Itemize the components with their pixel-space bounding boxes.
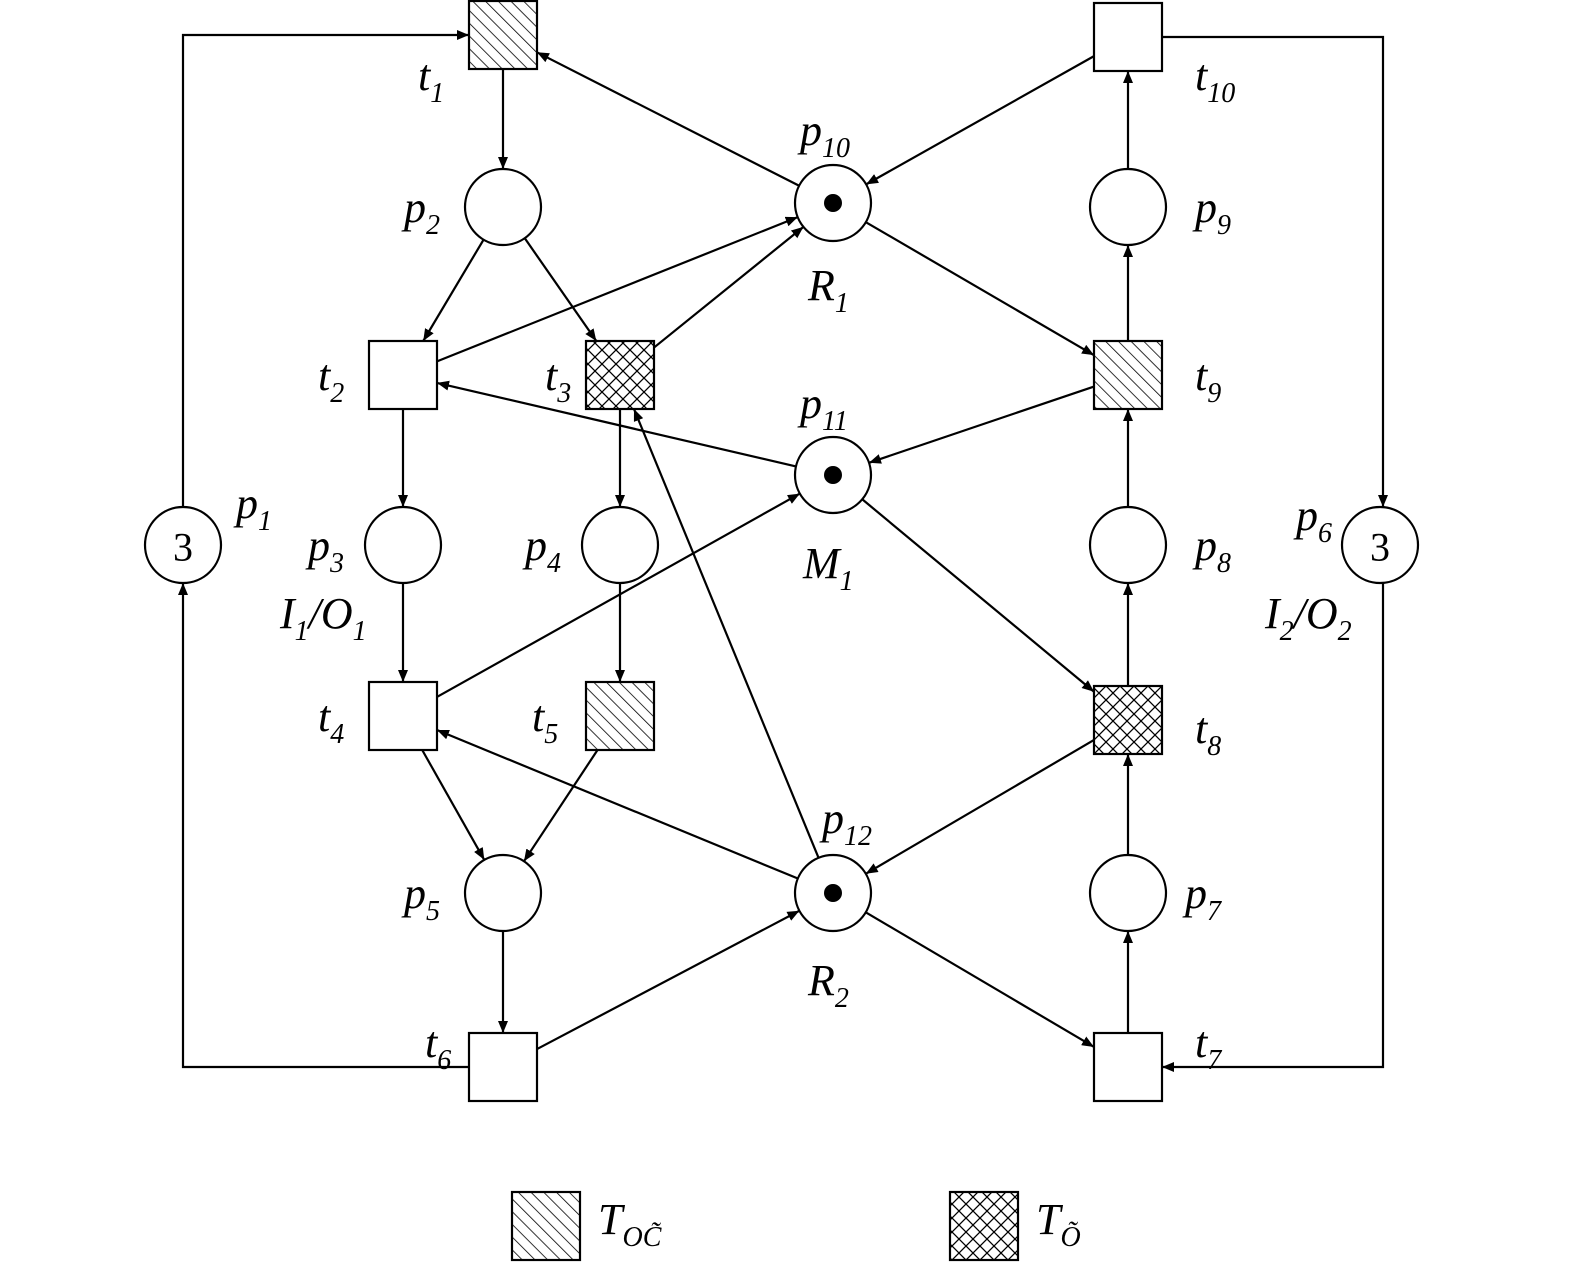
token-dot xyxy=(824,466,842,484)
place-p12 xyxy=(793,853,873,933)
label-p6: p6 xyxy=(1293,491,1332,549)
arc-p12-t7 xyxy=(865,911,1095,1048)
arc-t10-p6 xyxy=(1162,35,1388,507)
label-t2: t2 xyxy=(318,351,344,409)
arc-t5-p5 xyxy=(523,749,599,862)
arc-p12-t4 xyxy=(436,728,799,880)
label-p4: p4 xyxy=(522,521,561,579)
arc-t4-p11 xyxy=(436,492,801,698)
transition-t7 xyxy=(1092,1031,1164,1103)
token-dot xyxy=(824,194,842,212)
label-p3: p3 xyxy=(305,521,344,579)
label-t6: t6 xyxy=(425,1018,451,1076)
legend: TOC̃ TÕ xyxy=(510,1190,1081,1262)
arc-t8-p12 xyxy=(865,738,1095,875)
legend-label-cross: TÕ xyxy=(1036,1195,1081,1253)
labels: p1 p2 p3 p4 p5 p6 p7 p8 p9 p10 p11 p12 t1 t2 t3 t4 t5 t6 t… xyxy=(233,51,1352,1076)
label-io1: I1/O1 xyxy=(279,589,367,647)
arc-p2-t3 xyxy=(523,237,598,342)
label-p5: p5 xyxy=(401,869,440,927)
label-t5: t5 xyxy=(532,692,558,750)
arc-p12-t3 xyxy=(632,408,820,859)
label-p10: p10 xyxy=(797,106,850,164)
place-p1: 3 xyxy=(143,505,223,585)
legend-item-hatch: TOC̃ xyxy=(510,1190,662,1262)
place-p9 xyxy=(1088,167,1168,247)
label-p2: p2 xyxy=(401,183,440,241)
arc-t2-p10 xyxy=(436,216,799,363)
arc-t6-p12 xyxy=(536,909,800,1051)
arc-t3-p10 xyxy=(653,226,805,349)
legend-label-hatch: TOC̃ xyxy=(598,1195,662,1253)
label-t9: t9 xyxy=(1195,351,1221,409)
label-t3: t3 xyxy=(545,351,571,409)
legend-swatch-hatch xyxy=(510,1190,582,1262)
place-p6: 3 xyxy=(1340,505,1420,585)
transition-t3 xyxy=(584,339,656,411)
place-p11 xyxy=(793,435,873,515)
label-p1: p1 xyxy=(233,479,272,537)
label-p11: p11 xyxy=(797,379,848,437)
legend-item-cross: TÕ xyxy=(948,1190,1081,1262)
token-count: 3 xyxy=(1370,525,1390,570)
transition-t5 xyxy=(584,680,656,752)
arc-t6-p1 xyxy=(178,583,469,1069)
arc-p2-t2 xyxy=(422,239,485,342)
arc-t10-p10 xyxy=(865,55,1095,186)
label-p7: p7 xyxy=(1182,869,1222,927)
arc-t4-p5 xyxy=(421,749,486,861)
label-t8: t8 xyxy=(1195,704,1221,762)
place-p7 xyxy=(1088,853,1168,933)
transition-t8 xyxy=(1092,684,1164,756)
label-io2: I2/O2 xyxy=(1264,589,1352,647)
transition-t9 xyxy=(1092,339,1164,411)
place-p5 xyxy=(463,853,543,933)
label-t7: t7 xyxy=(1195,1018,1222,1076)
arc-p10-t1 xyxy=(536,51,800,187)
arc-t9-p11 xyxy=(868,385,1095,464)
label-p9: p9 xyxy=(1192,183,1231,241)
token-count: 3 xyxy=(173,525,193,570)
transition-t2 xyxy=(367,339,439,411)
arc-p11-t8 xyxy=(861,498,1095,693)
label-t10: t10 xyxy=(1195,51,1235,109)
place-p4 xyxy=(580,505,660,585)
label-t4: t4 xyxy=(318,692,344,750)
arc-p1-t1 xyxy=(181,30,469,507)
token-dot xyxy=(824,884,842,902)
place-p8 xyxy=(1088,505,1168,585)
legend-swatch-cross xyxy=(948,1190,1020,1262)
place-p10 xyxy=(793,163,873,243)
transition-t6 xyxy=(467,1031,539,1103)
arc-p10-t9 xyxy=(865,221,1095,357)
label-p12: p12 xyxy=(819,794,872,852)
label-t1: t1 xyxy=(418,51,444,109)
transition-t10 xyxy=(1092,1,1164,73)
place-p3 xyxy=(363,505,443,585)
label-R2: R2 xyxy=(807,956,849,1014)
arc-p6-t7 xyxy=(1162,583,1385,1072)
label-R1: R1 xyxy=(807,261,849,319)
transition-t4 xyxy=(367,680,439,752)
transition-t1 xyxy=(467,0,539,71)
arcs xyxy=(178,30,1388,1072)
place-p2 xyxy=(463,167,543,247)
arc-p11-t2 xyxy=(436,380,797,468)
label-p8: p8 xyxy=(1192,521,1231,579)
label-M1: M1 xyxy=(802,539,854,597)
